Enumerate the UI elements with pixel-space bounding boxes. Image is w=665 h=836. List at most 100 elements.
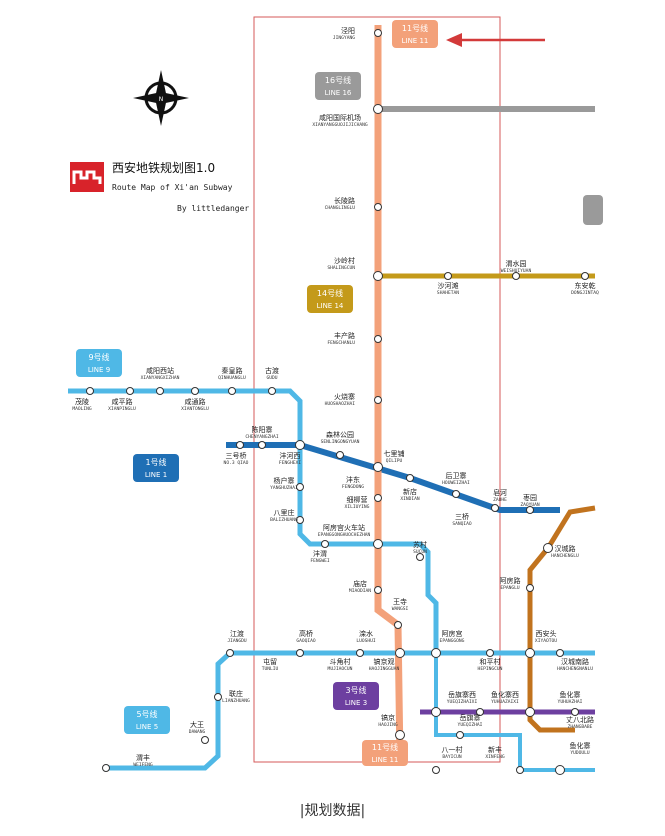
station-name-en: CHENYANGZHAI xyxy=(245,434,278,440)
line1-badge: 1号线 LINE 1 xyxy=(133,454,179,482)
station-name-en: JIANGDU xyxy=(227,638,247,644)
station-name-zh: 江渡 xyxy=(230,629,244,638)
svg-text:LINE 16: LINE 16 xyxy=(325,89,352,97)
station-name-zh: 后卫寨 xyxy=(446,471,467,480)
station-name-en: LUOSHUI xyxy=(356,638,376,644)
station-name-zh: 沣东 xyxy=(346,475,360,484)
svg-text:LINE 3: LINE 3 xyxy=(345,699,367,707)
station-name-en: HUOSHAOZHAI xyxy=(325,401,356,407)
station-name-en: FENGCHANLU xyxy=(327,340,355,346)
station-name-zh: 屯留 xyxy=(263,657,277,666)
station-name-en: ZHANGBABE xyxy=(568,724,593,730)
station-name-en: HAOJING xyxy=(378,722,398,728)
station-name-en: BALIZHUANG xyxy=(270,517,298,523)
station-name-zh: 泾阳 xyxy=(341,26,355,35)
svg-text:LINE 14: LINE 14 xyxy=(317,302,344,310)
station-name-en: GUDU xyxy=(266,375,277,381)
station-name-en: HEPINGCUN xyxy=(478,666,503,672)
station-name-en: XIANTONGLU xyxy=(181,406,209,412)
station-name-en: MUJIAOCUN xyxy=(328,666,353,672)
station-name-zh: 杨户寨 xyxy=(274,476,295,485)
station-name-en: FENGHEXI xyxy=(279,460,301,466)
station-name-zh: 阿房宫 xyxy=(442,629,463,638)
line11-badge-top: 11号线 LINE 11 xyxy=(392,20,438,48)
station-name-zh: 陈阳寨 xyxy=(252,425,273,434)
pointer-arrow xyxy=(446,33,545,47)
station-name-en: XINFENG xyxy=(485,754,505,760)
map-title-zh: 西安地铁规划图1.0 xyxy=(112,160,215,175)
station-name-en: CHANGLINGLU xyxy=(325,205,356,211)
station-name-zh: 西安头 xyxy=(536,629,557,638)
station-name-zh: 三桥 xyxy=(455,512,469,521)
station-name-en: QINHUANGLU xyxy=(218,375,246,381)
station-name-en: XILIUYING xyxy=(345,504,370,510)
station-name-zh: 茂陵 xyxy=(75,397,89,406)
station-name-zh: 沣渭 xyxy=(313,549,327,558)
station-name-zh: 鱼化寨 xyxy=(570,741,591,750)
svg-text:16号线: 16号线 xyxy=(325,75,351,85)
station-name-zh: 阿房宫火车站 xyxy=(323,523,365,532)
station-name-zh: 东安乾 xyxy=(575,281,596,290)
station-name-zh: 和平村 xyxy=(480,657,501,666)
station-name-zh: 枣园 xyxy=(523,493,537,502)
svg-text:LINE 9: LINE 9 xyxy=(88,366,110,374)
station-name-zh: 滦水 xyxy=(359,629,373,638)
svg-text:LINE 1: LINE 1 xyxy=(145,471,167,479)
station-name-zh: 联庄 xyxy=(229,689,243,698)
north-compass-icon: N xyxy=(133,70,189,126)
station-name-en: WEISHUIYUAN xyxy=(501,268,532,274)
station-name-zh: 八里庄 xyxy=(274,508,295,517)
station-name-zh: 丰产路 xyxy=(334,331,355,340)
station-name-en: GAOQIAO xyxy=(296,638,316,644)
station-name-en: XIANYANGGUOJIJICHANG xyxy=(312,122,368,128)
station-name-zh: 斗角村 xyxy=(330,657,351,666)
svg-text:5号线: 5号线 xyxy=(136,709,157,719)
line14-badge: 14号线 LINE 14 xyxy=(307,285,353,313)
station-name-zh: 咸阳西站 xyxy=(146,366,174,375)
station-name-zh: 阿房路 xyxy=(500,576,521,585)
station-name-en: NO.3 QIAO xyxy=(224,460,249,466)
caption: |规划数据| xyxy=(299,803,366,819)
station-name-en: JINGYANG xyxy=(333,35,355,41)
line11-badge-bottom: 11号线 LINE 11 xyxy=(362,740,408,766)
station-name-en: XINDIAN xyxy=(400,496,420,502)
station-name-en: YUHUAZHAI xyxy=(558,699,583,705)
station-name-zh: 细柳营 xyxy=(347,495,368,504)
station-name-en: YUHUAZAIXI xyxy=(491,699,519,705)
station-name-zh: 七里铺 xyxy=(384,449,405,458)
svg-text:14号线: 14号线 xyxy=(317,288,343,298)
station-name-en: YANGHUZHAI xyxy=(270,485,298,491)
station-name-zh: 鱼化寨西 xyxy=(491,690,519,699)
station-name-zh: 高桥 xyxy=(299,629,313,638)
map-author: By littledanger xyxy=(177,204,249,213)
station-name-en: FENGDONG xyxy=(342,484,364,490)
station-name-zh: 大王 xyxy=(190,720,204,729)
svg-text:3号线: 3号线 xyxy=(345,685,366,695)
svg-text:LINE 11: LINE 11 xyxy=(372,756,399,764)
station-name-zh: 庙店 xyxy=(353,579,367,588)
station-name-en: TUNLIU xyxy=(262,666,279,672)
station-name-en: MAOLING xyxy=(72,406,92,412)
line11-track xyxy=(374,25,404,761)
station-name-en: YUEQIZHAIXI xyxy=(447,699,478,705)
station-name-en: EPANGGONGHUOCHEZHAN xyxy=(318,532,371,538)
svg-text:LINE 5: LINE 5 xyxy=(136,723,158,731)
line6-track xyxy=(527,505,596,733)
station-labels: 泾阳JINGYANG咸阳国际机场XIANYANGGUOJIJICHANG长陵路C… xyxy=(72,26,599,768)
station-name-zh: 咸平路 xyxy=(112,397,133,406)
station-name-en: MIAODIAN xyxy=(349,588,371,594)
station-name-en: SANQIAO xyxy=(452,521,472,527)
station-name-zh: 渭丰 xyxy=(136,753,150,762)
station-name-en: EPANGLU xyxy=(500,585,520,591)
station-name-zh: 咸阳国际机场 xyxy=(319,113,361,122)
station-name-en: SENLINGONGYUAN xyxy=(321,439,360,445)
station-markers xyxy=(86,29,589,775)
partial-badge-right xyxy=(583,195,603,225)
station-name-en: LIANZHUANG xyxy=(222,698,250,704)
station-name-zh: 皂河 xyxy=(493,488,507,497)
station-name-en: XIANYANGXIZHAN xyxy=(141,375,180,381)
station-name-zh: 新丰 xyxy=(488,745,502,754)
svg-text:N: N xyxy=(159,96,164,103)
station-name-en: DONGJINTAQ xyxy=(571,290,599,296)
station-name-en: WEIFENG xyxy=(133,762,153,768)
